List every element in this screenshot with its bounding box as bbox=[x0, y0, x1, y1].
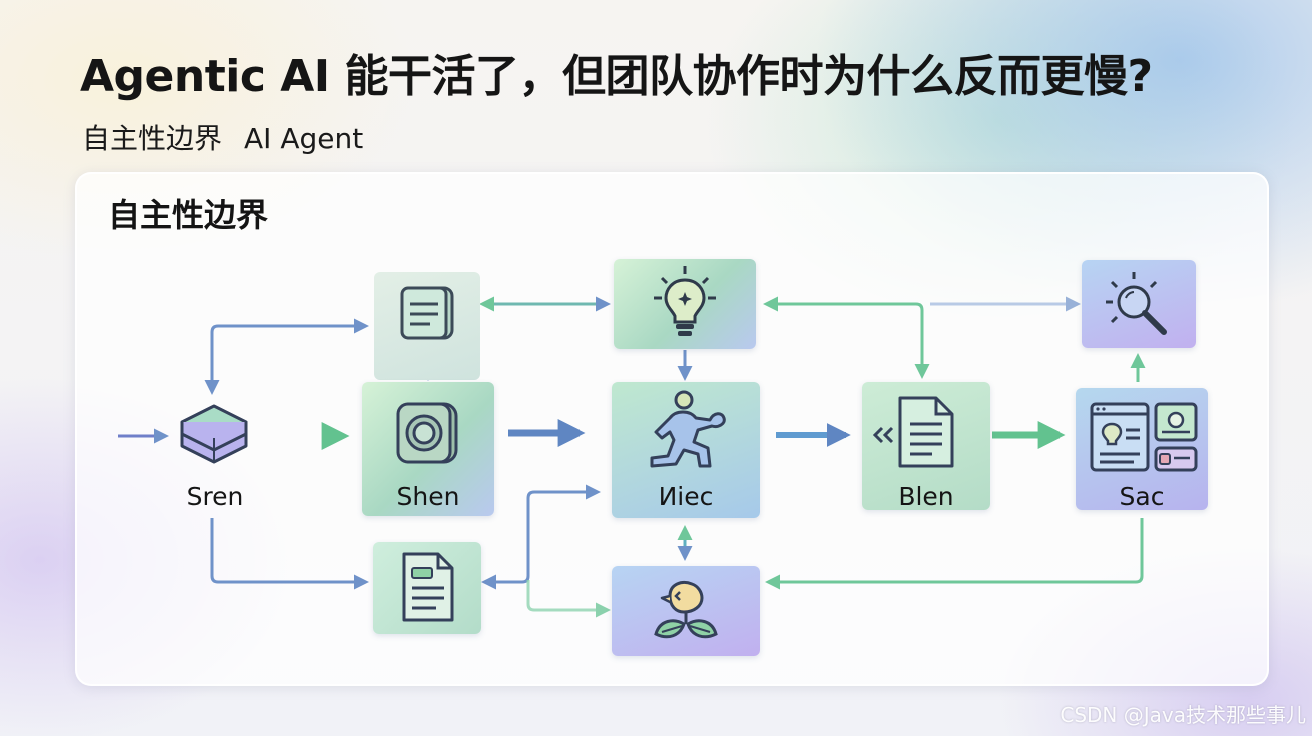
arrow-bulb-blen bbox=[763, 296, 930, 379]
file-icon bbox=[402, 552, 454, 622]
arrow-to-leaves bbox=[526, 580, 611, 618]
arrow-bottomdoc-miec bbox=[481, 484, 601, 590]
node-label-sren: Sren bbox=[186, 482, 244, 511]
node-label-sac: Sac bbox=[1119, 482, 1165, 511]
arrow-sren-bottomdoc bbox=[210, 518, 369, 590]
magnifier-icon bbox=[1106, 272, 1167, 335]
arrow-sac-leaves bbox=[765, 518, 1144, 590]
lightbulb-icon bbox=[654, 266, 716, 336]
watermark: CSDN @Java技术那些事儿 bbox=[1060, 703, 1306, 727]
notes-icon bbox=[400, 286, 454, 340]
bird-leaves-icon bbox=[654, 581, 718, 639]
stack-layers-icon bbox=[180, 404, 248, 464]
subtitle-part2: AI Agent bbox=[244, 122, 364, 155]
camera-lens-icon bbox=[396, 402, 458, 464]
panel-title: 自主性边界 bbox=[108, 196, 269, 234]
node-label-blen: Blen bbox=[898, 482, 954, 511]
node-label-shen: Shen bbox=[396, 482, 460, 511]
dashboard-panels-icon bbox=[1090, 402, 1198, 472]
chevrons-left-icon bbox=[872, 426, 894, 444]
subtitle-part1: 自主性边界 bbox=[82, 122, 223, 155]
arrow-sren-topdoc bbox=[210, 318, 369, 388]
document-icon bbox=[898, 396, 954, 468]
node-label-miec: Иiec bbox=[658, 482, 714, 511]
page-title: Agentic AI 能干活了，但团队协作时为什么反而更慢? bbox=[80, 51, 1153, 102]
subtitle: 自主性边界 AI Agent bbox=[82, 117, 363, 157]
running-figure-icon bbox=[650, 390, 726, 468]
